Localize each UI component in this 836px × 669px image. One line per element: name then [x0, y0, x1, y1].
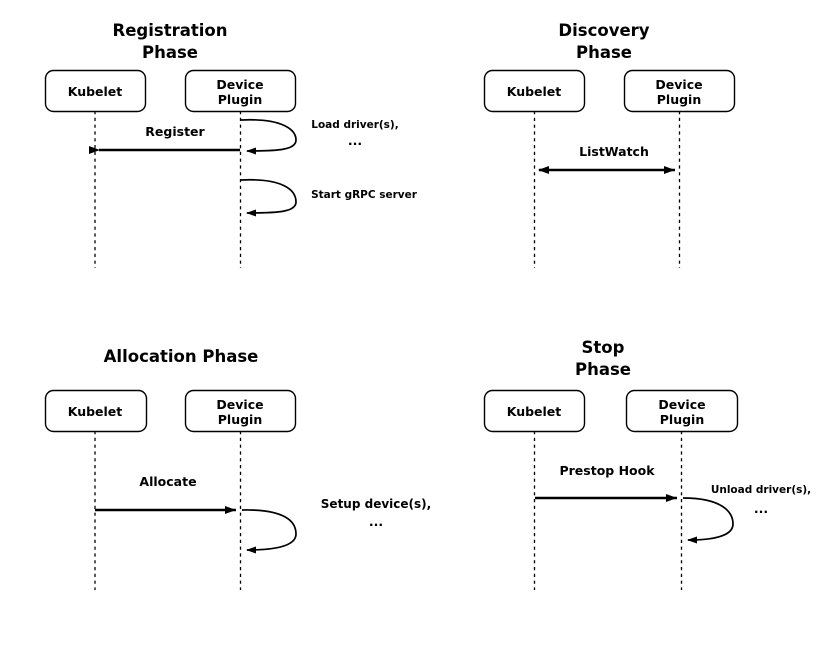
- message-label-allocate: Allocate: [139, 474, 196, 489]
- self-message-label-load-drivers-line1: Load driver(s),: [311, 119, 398, 131]
- panel-title-stop-line2: Phase: [575, 360, 631, 379]
- panel-stop: Stop Phase Kubelet Device Plugin Prestop…: [483, 338, 811, 590]
- actor-label-kubelet-allocation: Kubelet: [68, 404, 123, 419]
- panel-title-stop-line1: Stop: [582, 338, 625, 357]
- self-message-label-setup-devices-line2: ...: [369, 514, 383, 529]
- panel-title-discovery-line1: Discovery: [558, 21, 649, 40]
- self-message-arrow-load-drivers: [240, 118, 297, 155]
- panel-title-allocation-line1: Allocation Phase: [104, 347, 259, 366]
- actor-label-device-plugin-registration-line2: Plugin: [218, 92, 262, 107]
- message-label-register: Register: [145, 124, 205, 139]
- actor-label-device-plugin-allocation-line2: Plugin: [218, 412, 262, 427]
- actor-label-device-plugin-stop-line1: Device: [658, 397, 705, 412]
- self-message-label-start-grpc-server: Start gRPC server: [311, 189, 418, 201]
- self-message-label-unload-drivers-line2: ...: [754, 501, 768, 516]
- panel-title-registration-line1: Registration: [113, 21, 228, 40]
- self-message-arrow-setup-devices: [241, 509, 297, 554]
- actor-box-kubelet-allocation[interactable]: [44, 389, 148, 433]
- panel-discovery: Discovery Phase Kubelet Device Plugin Li…: [483, 21, 736, 268]
- actor-label-device-plugin-allocation-line1: Device: [216, 397, 263, 412]
- actor-label-device-plugin-stop-line2: Plugin: [660, 412, 704, 427]
- panel-title-registration-line2: Phase: [142, 43, 198, 62]
- self-message-label-unload-drivers-line1: Unload driver(s),: [711, 484, 811, 496]
- self-message-label-setup-devices-line1: Setup device(s),: [321, 497, 431, 511]
- actor-label-kubelet-stop: Kubelet: [507, 404, 562, 419]
- actor-label-device-plugin-registration-line1: Device: [216, 77, 263, 92]
- panel-title-discovery-line2: Phase: [576, 43, 632, 62]
- actor-label-kubelet-registration: Kubelet: [68, 84, 123, 99]
- panel-registration: Registration Phase Kubelet Device Plugin…: [44, 21, 418, 268]
- actor-label-device-plugin-discovery-line1: Device: [655, 77, 702, 92]
- panel-allocation: Allocation Phase Kubelet Device Plugin A…: [44, 347, 431, 590]
- self-message-label-load-drivers-line2: ...: [348, 133, 362, 148]
- self-message-arrow-start-grpc-server: [240, 178, 297, 217]
- actor-label-kubelet-discovery: Kubelet: [507, 84, 562, 99]
- message-label-prestop-hook: Prestop Hook: [559, 463, 655, 478]
- message-label-listwatch: ListWatch: [579, 144, 649, 159]
- actor-label-device-plugin-discovery-line2: Plugin: [657, 92, 701, 107]
- self-message-arrow-unload-drivers: [682, 497, 734, 544]
